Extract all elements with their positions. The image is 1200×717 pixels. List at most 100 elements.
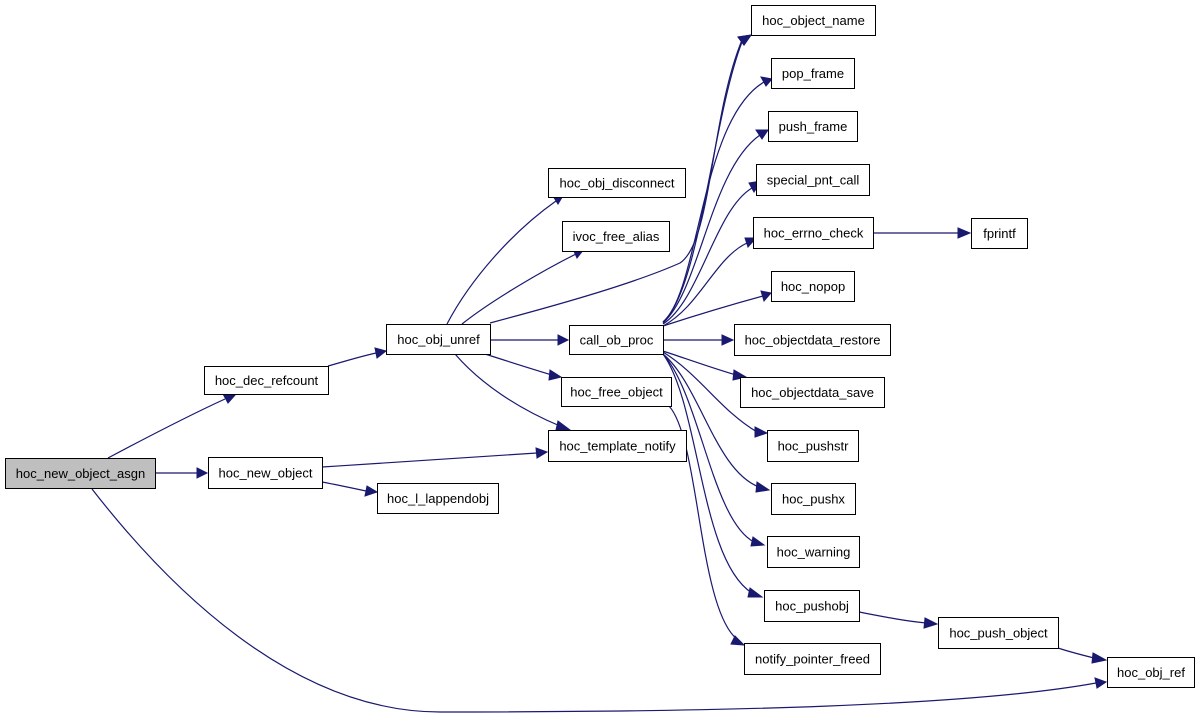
node-box [771, 271, 855, 302]
node-label: hoc_new_object [219, 466, 313, 481]
edge-newobj-to-lappend [321, 481, 379, 497]
edge-line [327, 352, 377, 367]
node-box [204, 366, 329, 395]
arrowhead-icon [222, 393, 238, 404]
node-box [751, 5, 876, 36]
node-hoc-warning[interactable]: hoc_warning [767, 536, 860, 568]
arrowhead-icon [548, 369, 563, 381]
node-label: hoc_new_object_asgn [16, 466, 145, 481]
arrowhead-icon [364, 485, 379, 497]
node-box [562, 221, 670, 252]
node-label: ivoc_free_alias [573, 229, 660, 244]
node-hoc-pushobj[interactable]: hoc_pushobj [764, 590, 860, 622]
edge-dec-to-unref [327, 347, 388, 367]
node-hoc-object-name[interactable]: hoc_object_name [751, 5, 876, 36]
edge-line [484, 353, 553, 376]
node-hoc-errno-check[interactable]: hoc_errno_check [753, 217, 874, 249]
edge-line [662, 134, 761, 324]
node-label: hoc_obj_unref [397, 332, 480, 347]
node-hoc-objectdata-save[interactable]: hoc_objectdata_save [740, 377, 885, 408]
edge-line [107, 398, 226, 459]
node-label: hoc_push_object [949, 626, 1048, 641]
node-hoc-obj-ref[interactable]: hoc_obj_ref [1107, 657, 1195, 688]
node-label: hoc_dec_refcount [215, 373, 319, 388]
node-label: hoc_warning [777, 545, 851, 560]
node-pop-frame[interactable]: pop_frame [771, 58, 855, 89]
edge-newobj-to-template [321, 447, 549, 468]
node-hoc-new-object-asgn[interactable]: hoc_new_object_asgn [5, 458, 156, 489]
node-hoc-obj-disconnect[interactable]: hoc_obj_disconnect [548, 168, 686, 198]
function-nodes: hoc_new_object_asgn hoc_dec_refcount hoc_n… [5, 5, 1195, 688]
node-hoc-dec-refcount[interactable]: hoc_dec_refcount [204, 366, 329, 395]
node-box [756, 164, 870, 196]
arrowhead-icon [721, 334, 735, 346]
node-hoc-template-notify[interactable]: hoc_template_notify [548, 430, 687, 462]
edge-callob-to-nopop [662, 290, 772, 327]
node-box [548, 430, 687, 462]
node-box [734, 324, 891, 356]
edge-unref-to-template [454, 353, 572, 431]
node-box [753, 217, 874, 249]
node-label: notify_pointer_freed [755, 652, 870, 667]
node-box [768, 111, 858, 142]
edge-line [662, 353, 755, 543]
node-label: hoc_free_object [570, 385, 663, 400]
arrowhead-icon [730, 635, 746, 646]
node-notify-pointer-freed[interactable]: notify_pointer_freed [744, 643, 881, 675]
edge-callob-to-warning [662, 353, 766, 547]
arrowhead-icon [555, 420, 572, 431]
node-hoc-pushstr[interactable]: hoc_pushstr [767, 430, 859, 462]
node-label: push_frame [779, 119, 848, 134]
arrowhead-icon [747, 587, 764, 598]
edge-root-to-newobj [155, 467, 209, 479]
node-hoc-objectdata-restore[interactable]: hoc_objectdata_restore [734, 324, 891, 356]
node-ivoc-free-alias[interactable]: ivoc_free_alias [562, 221, 670, 252]
node-box [938, 617, 1059, 649]
node-special-pnt-call[interactable]: special_pnt_call [756, 164, 870, 196]
node-hoc-new-object[interactable]: hoc_new_object [208, 457, 323, 489]
edge-line [91, 488, 1097, 713]
arrowhead-icon [737, 34, 753, 46]
node-label: fprintf [983, 226, 1016, 241]
edge-line [662, 187, 753, 325]
node-hoc-l-lappendobj[interactable]: hoc_l_lappendobj [377, 483, 499, 514]
node-fprintf[interactable]: fprintf [971, 218, 1028, 249]
edge-line [858, 611, 927, 624]
node-label: hoc_nopop [781, 279, 845, 294]
arrowhead-icon [755, 129, 769, 140]
arrowhead-icon [957, 227, 972, 239]
node-box [1107, 657, 1195, 688]
edge-line [321, 481, 367, 492]
edge-line [489, 39, 743, 324]
node-label: hoc_objectdata_restore [745, 333, 881, 348]
node-hoc-obj-unref[interactable]: hoc_obj_unref [386, 324, 491, 355]
edge-freeobj-to-notify [668, 405, 746, 646]
node-label: hoc_errno_check [764, 226, 864, 241]
edge-line [662, 350, 737, 376]
node-call-ob-proc[interactable]: call_ob_proc [569, 325, 664, 355]
edge-callob-to-save [662, 350, 748, 381]
edge-line [662, 295, 764, 327]
node-label: hoc_pushstr [778, 439, 849, 454]
node-label: hoc_object_name [762, 13, 865, 28]
edge-line [662, 353, 760, 488]
node-box [764, 590, 860, 622]
node-hoc-pushx[interactable]: hoc_pushx [771, 483, 856, 515]
edge-line [461, 253, 577, 325]
arrowhead-icon [755, 481, 771, 493]
node-box [548, 168, 686, 198]
edge-line [662, 353, 753, 594]
edge-line [446, 200, 557, 325]
edge-callob-to-pushx [662, 353, 771, 493]
node-hoc-free-object[interactable]: hoc_free_object [561, 377, 672, 407]
edge-unref-to-ivoc [461, 248, 586, 325]
node-hoc-push-object[interactable]: hoc_push_object [938, 617, 1059, 649]
node-push-frame[interactable]: push_frame [768, 111, 858, 142]
arrowhead-icon [196, 467, 209, 479]
edge-callob-to-pushframe [662, 129, 769, 324]
edge-line [662, 81, 765, 323]
edge-pushobj-to-pushobject [858, 611, 939, 629]
node-box [767, 430, 859, 462]
node-hoc-nopop[interactable]: hoc_nopop [771, 271, 855, 302]
node-box [569, 325, 664, 355]
